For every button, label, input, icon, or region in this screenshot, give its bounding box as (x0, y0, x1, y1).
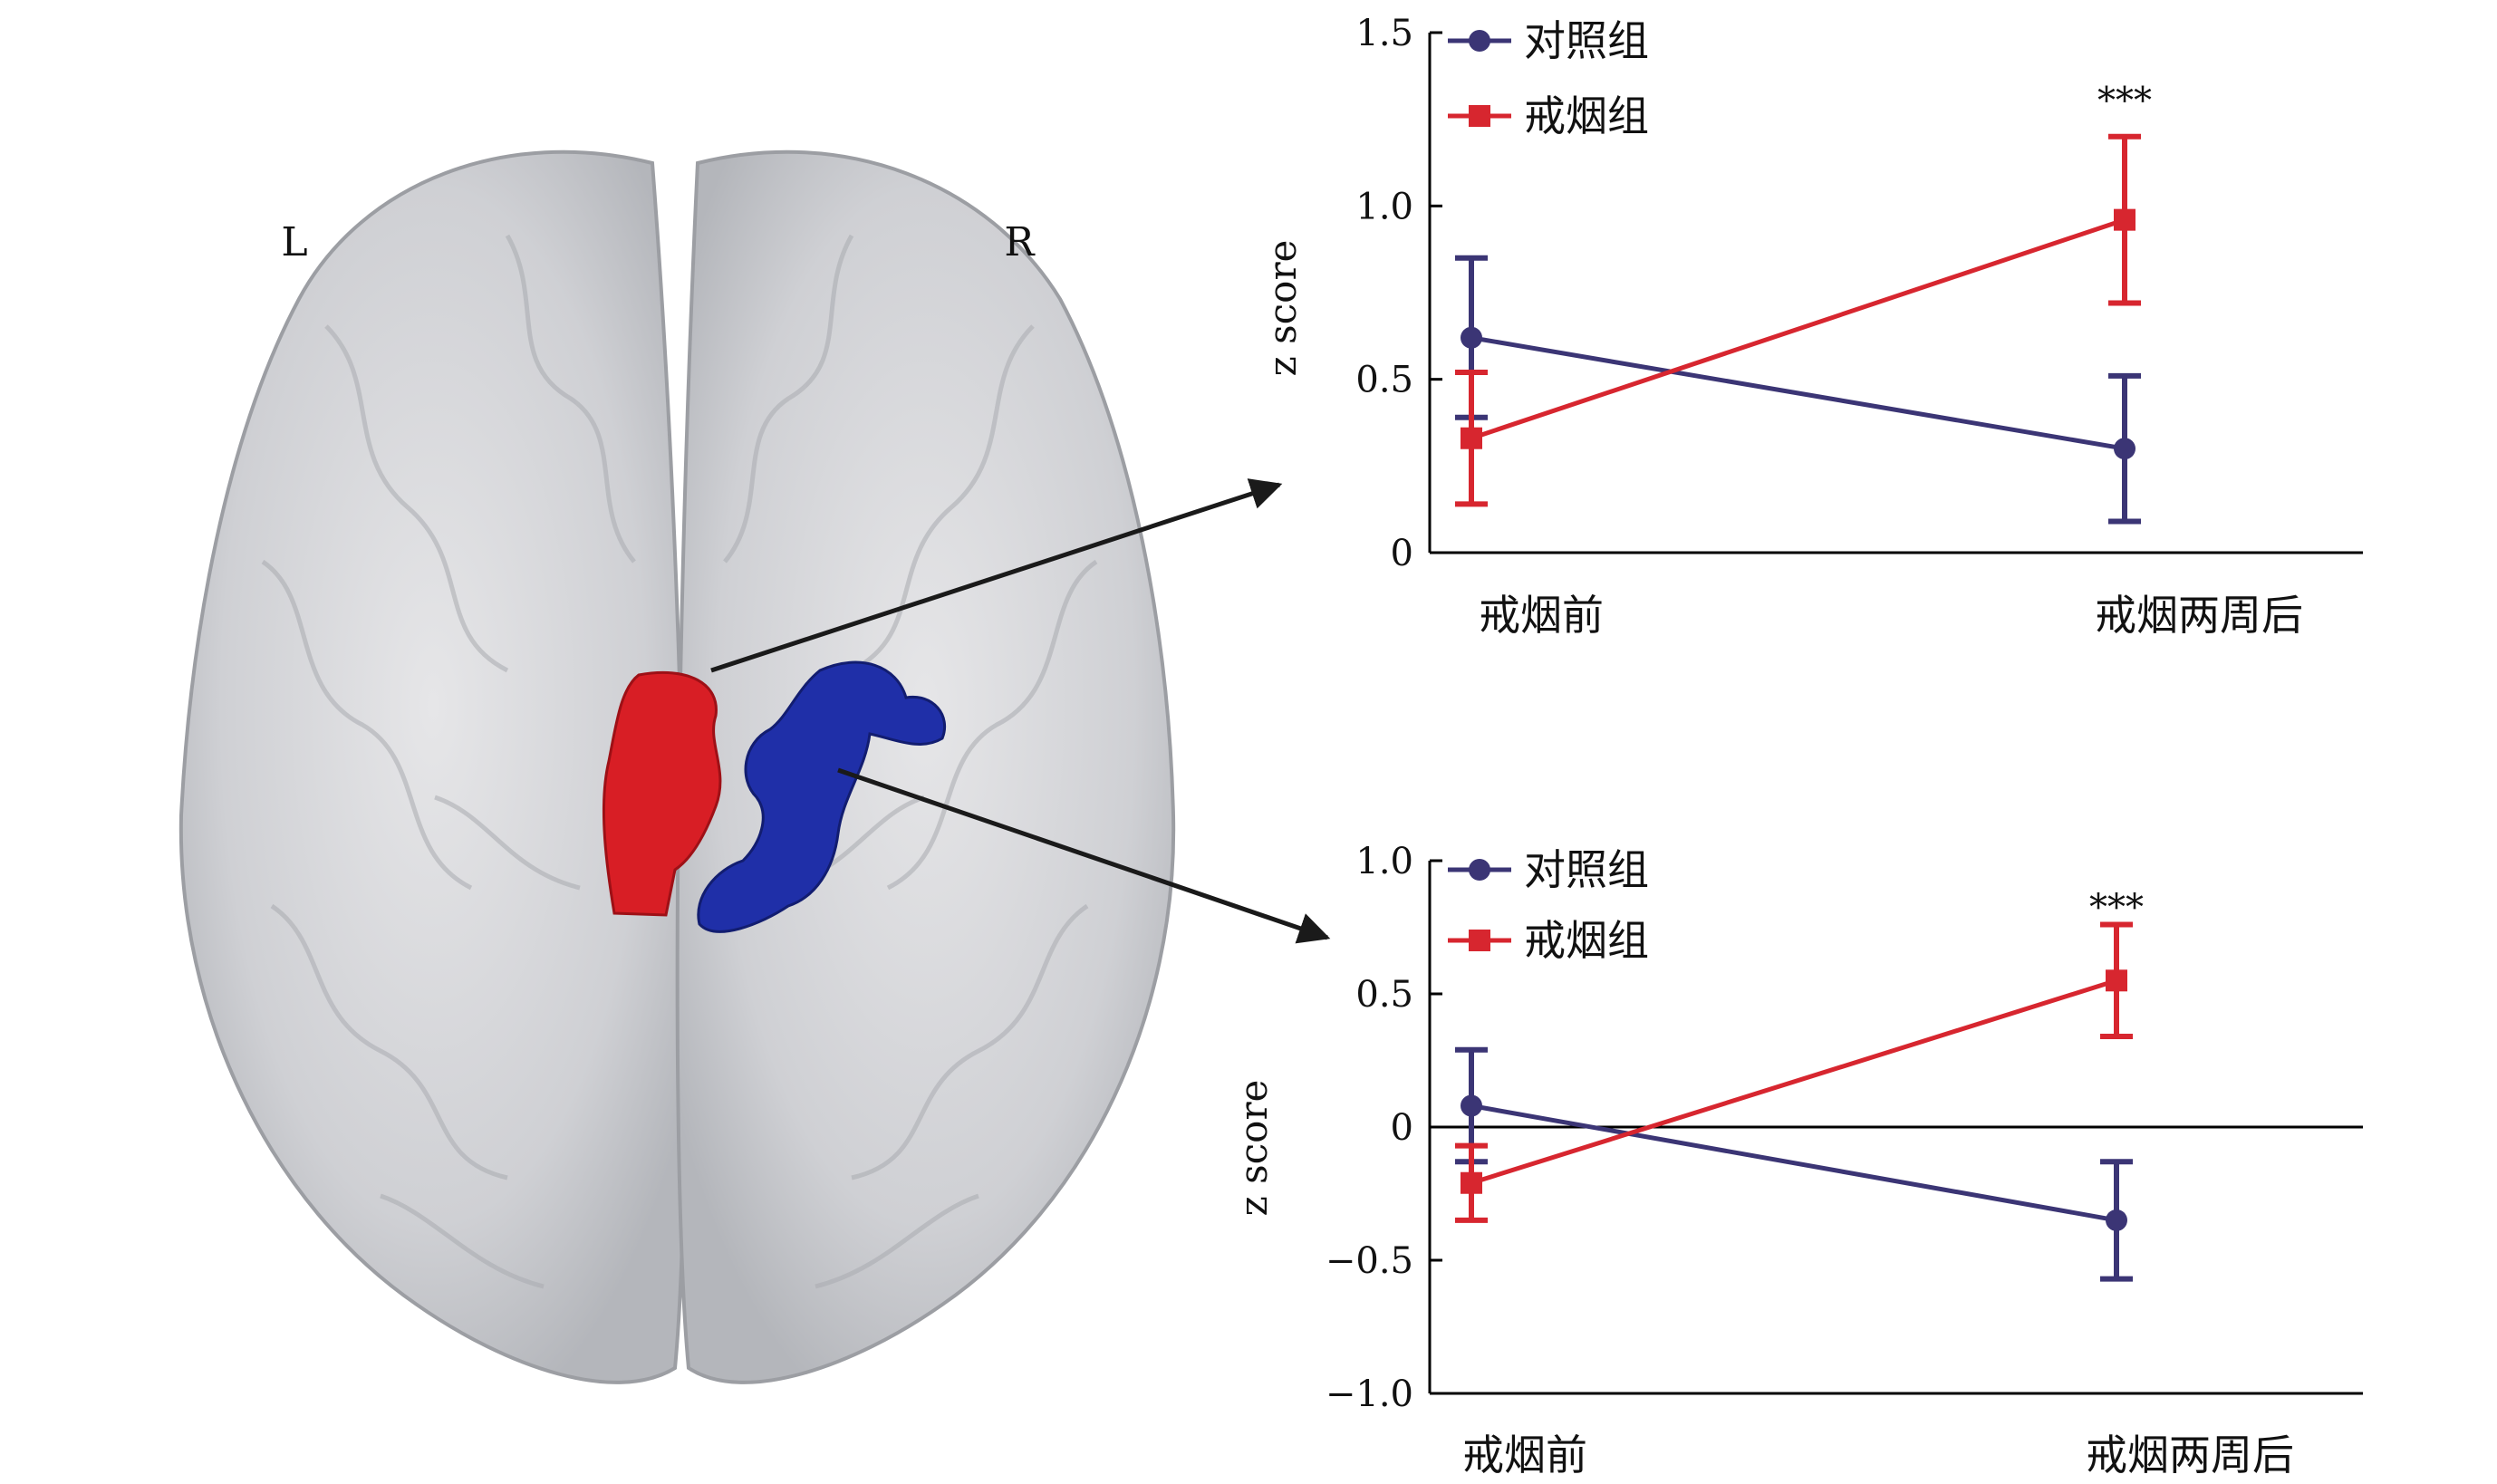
legend-marker (1469, 930, 1490, 951)
arrow-to-bottom-chart (837, 767, 1331, 944)
left-label: L (281, 219, 307, 265)
legend-marker (1469, 859, 1490, 881)
legend-label: 对照组 (1524, 845, 1649, 894)
y-tick-label: 0.5 (1355, 974, 1413, 1016)
gyri-pattern (261, 234, 1098, 1289)
legend-label: 戒烟组 (1524, 916, 1649, 965)
right-label: R (1004, 219, 1036, 265)
y-tick-label: 1.0 (1355, 841, 1413, 882)
x-category-label: 戒烟前 (1462, 1431, 1587, 1479)
data-point (2106, 1209, 2127, 1231)
significance-annotation: *** (2089, 887, 2144, 929)
y-tick-label: 1.5 (1355, 13, 1413, 54)
legend-item: 对照组 (1448, 16, 1649, 65)
y-tick-label: 0.5 (1355, 360, 1413, 401)
x-category-label: 戒烟两周后 (2095, 591, 2303, 640)
series-control (1455, 255, 2141, 525)
series-line (1470, 1103, 2117, 1223)
arrow-to-top-chart (710, 478, 1283, 673)
legend-marker (1469, 105, 1490, 127)
legend-item: 戒烟组 (1448, 92, 1649, 140)
right-hemisphere (675, 149, 1176, 1384)
data-point (2114, 438, 2135, 460)
brain-illustration: L R (178, 149, 1176, 1384)
y-axis-label: z score (1260, 240, 1305, 377)
series-line (1470, 335, 2126, 451)
series-line (1470, 978, 2117, 1186)
legend-marker (1469, 30, 1490, 52)
x-category-label: 戒烟两周后 (2086, 1431, 2294, 1479)
series-control (1455, 1046, 2133, 1282)
blue-region (697, 660, 947, 933)
legend-item: 对照组 (1448, 845, 1649, 894)
y-tick-label: 1.0 (1355, 186, 1413, 227)
data-point (1461, 427, 1482, 449)
y-tick-label: −0.5 (1326, 1240, 1413, 1282)
series-quit (1455, 921, 2133, 1223)
data-point (2114, 208, 2135, 231)
series-line (1470, 217, 2126, 441)
data-point (1461, 1171, 1482, 1194)
data-point (1461, 1094, 1482, 1117)
red-region (602, 670, 722, 917)
y-tick-label: 0 (1391, 1107, 1413, 1149)
legend-label: 对照组 (1524, 16, 1649, 65)
legend-item: 戒烟组 (1448, 916, 1649, 965)
y-axis-label: z score (1231, 1080, 1276, 1217)
x-category-label: 戒烟前 (1479, 591, 1604, 640)
legend-label: 戒烟组 (1524, 92, 1649, 140)
y-tick-label: 0 (1391, 533, 1413, 574)
significance-annotation: *** (2097, 81, 2152, 122)
y-tick-label: −1.0 (1326, 1373, 1413, 1415)
data-point (1461, 326, 1482, 349)
series-quit (1455, 133, 2141, 507)
data-point (2106, 969, 2127, 992)
